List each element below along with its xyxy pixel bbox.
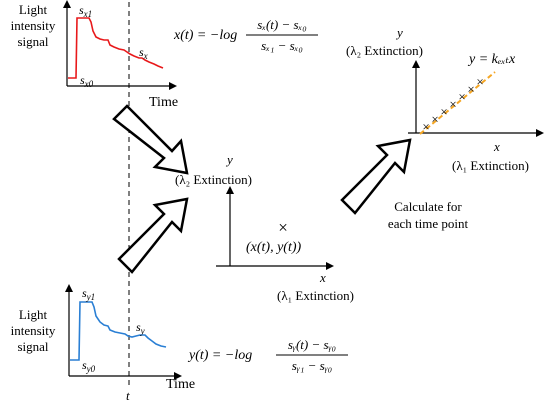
right-y-axis-label: y <box>395 25 403 40</box>
right-fit-panel: y (λ₂ Extinction) x (λ₁ Extinction) ××××… <box>346 25 544 231</box>
bottom-signal-panel: Light intensity signal sy1 sy0 sy Time y… <box>11 284 348 392</box>
fit-marker: × <box>449 97 456 112</box>
fit-marker: × <box>422 119 429 134</box>
x-equation-numerator: sₓ(t) − sₓ₀ <box>257 17 307 32</box>
middle-x-axis-label: x <box>319 270 326 285</box>
block-arrow-to-fit <box>340 138 412 215</box>
top-ylabel-line2: intensity <box>11 18 56 33</box>
scatter-point-label: (x(t), y(t)) <box>246 240 302 255</box>
y-equation-denominator: sᵧ₁ − sᵧ₀ <box>292 358 332 373</box>
label-s-y0: sy0 <box>82 358 96 374</box>
fit-marker: × <box>467 82 474 97</box>
label-s-y: sy <box>136 320 145 336</box>
scatter-point-marker: × <box>278 218 288 237</box>
label-s-y1: sy1 <box>82 286 95 302</box>
bottom-ylabel-line1: Light <box>19 307 48 322</box>
y-equation-lhs: y(t) = −log <box>187 348 252 363</box>
block-arrow-up-right <box>117 197 189 274</box>
label-s-x0: sx0 <box>80 73 94 89</box>
bottom-ylabel-line3: signal <box>17 339 48 354</box>
y-equation-numerator: sᵧ(t) − sᵧ₀ <box>288 337 336 352</box>
time-marker-label: t <box>126 388 130 403</box>
top-ylabel-line1: Light <box>19 2 48 17</box>
x-equation-lhs: x(t) = −log <box>173 28 237 43</box>
caption-line1: Calculate for <box>394 199 462 214</box>
x-equation-denominator: sₓ₁ − sₓ₀ <box>261 38 303 53</box>
fit-markers-group: ××××××× <box>422 74 483 134</box>
bottom-signal-curve <box>70 301 167 361</box>
label-s-x1: sx1 <box>79 3 92 19</box>
label-s-x: sx <box>139 45 148 61</box>
bottom-ylabel-line2: intensity <box>11 323 56 338</box>
top-ylabel-line3: signal <box>17 34 48 49</box>
top-xlabel: Time <box>149 95 178 110</box>
fit-marker: × <box>476 74 483 89</box>
block-arrow-down-right <box>112 104 189 175</box>
right-x-caption: (λ₁ Extinction) <box>452 158 529 173</box>
middle-x-caption: (λ₁ Extinction) <box>277 288 354 303</box>
bottom-xlabel: Time <box>166 377 195 392</box>
fit-marker: × <box>440 104 447 119</box>
top-signal-panel: Light intensity signal sx1 sx0 sx Time x… <box>11 0 318 110</box>
top-signal-curve <box>68 17 164 79</box>
fit-line <box>419 71 496 135</box>
caption-line2: each time point <box>388 216 469 231</box>
right-x-axis-label: x <box>493 139 500 154</box>
fit-marker: × <box>431 112 438 127</box>
middle-y-caption: (λ₂ Extinction) <box>175 172 252 187</box>
right-y-caption: (λ₂ Extinction) <box>346 43 423 58</box>
fit-equation: y = kₑₓₜx <box>467 52 516 67</box>
fit-marker: × <box>458 89 465 104</box>
middle-y-axis-label: y <box>225 152 233 167</box>
middle-scatter-panel: y (λ₂ Extinction) x (λ₁ Extinction) × (x… <box>175 152 354 303</box>
